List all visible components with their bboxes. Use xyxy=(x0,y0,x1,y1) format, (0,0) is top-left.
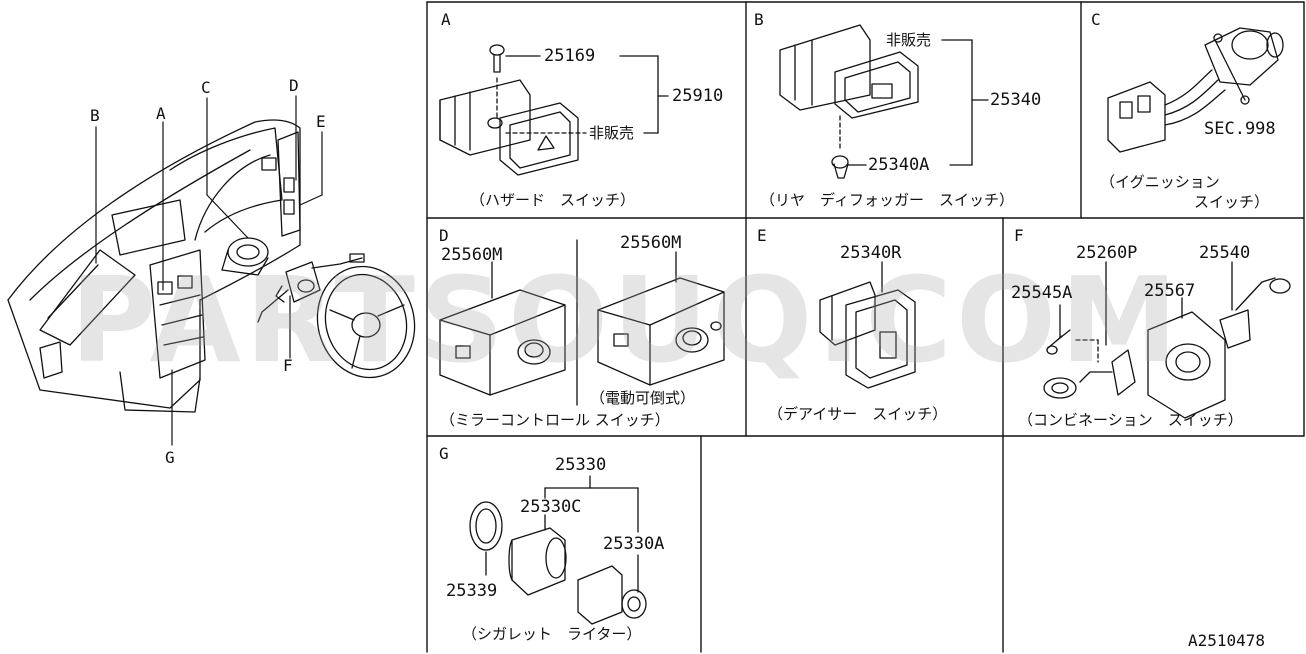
panel-c-caption-line1: （イグニッション xyxy=(1100,173,1220,191)
panel-d-letter: D xyxy=(439,226,449,245)
panel-d-note: （電動可倒式） xyxy=(590,389,696,407)
panel-grid xyxy=(426,1,1305,653)
overview-leaders xyxy=(95,95,323,446)
panel-d-caption: （ミラーコントロール スイッチ） xyxy=(440,411,670,429)
combination-switch-overview xyxy=(257,253,365,323)
part-number-25340a: 25340A xyxy=(868,155,930,175)
part-number-25560m-right: 25560M xyxy=(620,233,682,253)
panel-c-art xyxy=(1107,27,1284,153)
overview-callout-f: F xyxy=(283,356,293,375)
part-number-25910: 25910 xyxy=(672,86,724,106)
not-sold-label-b: 非販売 xyxy=(886,31,932,49)
section-reference-998: SEC.998 xyxy=(1204,119,1276,139)
panel-a-art xyxy=(439,44,669,176)
panel-f-art xyxy=(1043,261,1291,419)
panel-d-art xyxy=(439,239,725,406)
panel-c-letter: C xyxy=(1091,10,1101,29)
panel-g-art xyxy=(469,475,647,625)
part-number-25560m-left: 25560M xyxy=(441,245,503,265)
panel-c-caption-line2: スイッチ） xyxy=(1194,193,1270,211)
panel-b-letter: B xyxy=(754,10,764,29)
part-number-25567: 25567 xyxy=(1144,281,1196,301)
part-number-25540: 25540 xyxy=(1199,243,1251,263)
overview-callout-b: B xyxy=(90,106,100,125)
overview-callout-a: A xyxy=(156,104,166,123)
overview-callout-e: E xyxy=(316,112,326,131)
part-number-25340: 25340 xyxy=(990,90,1042,110)
panel-f-caption: （コンビネーション スイッチ） xyxy=(1018,411,1243,429)
not-sold-label-a: 非販売 xyxy=(589,124,635,142)
panel-b-art xyxy=(779,24,989,179)
part-number-25545a: 25545A xyxy=(1011,283,1073,303)
overview-callout-c: C xyxy=(201,78,211,97)
panel-g-caption: （シガレット ライター） xyxy=(462,625,642,643)
overview-callout-g: G xyxy=(165,448,175,467)
part-number-25330c: 25330C xyxy=(520,497,582,517)
part-number-25330a: 25330A xyxy=(603,534,665,554)
steering-wheel-illustration xyxy=(316,265,416,379)
dashboard-illustration xyxy=(7,119,301,413)
panel-a-letter: A xyxy=(441,10,451,29)
panel-a-caption: （ハザード スイッチ） xyxy=(470,191,636,209)
part-number-25260p: 25260P xyxy=(1076,243,1138,263)
drawing-id: A2510478 xyxy=(1188,631,1266,650)
panel-b-caption: （リヤ ディフォッガー スイッチ） xyxy=(760,191,1014,209)
panel-f-letter: F xyxy=(1014,226,1024,245)
panel-e-letter: E xyxy=(757,226,767,245)
panel-e-caption: （デアイサー スイッチ） xyxy=(768,405,948,423)
part-number-25340r: 25340R xyxy=(840,243,902,263)
part-number-25169: 25169 xyxy=(544,46,596,66)
panel-e-art xyxy=(819,261,916,389)
part-number-25339: 25339 xyxy=(446,581,498,601)
overview-callout-d: D xyxy=(289,76,299,95)
panel-g-letter: G xyxy=(439,444,449,463)
part-number-25330: 25330 xyxy=(555,455,607,475)
